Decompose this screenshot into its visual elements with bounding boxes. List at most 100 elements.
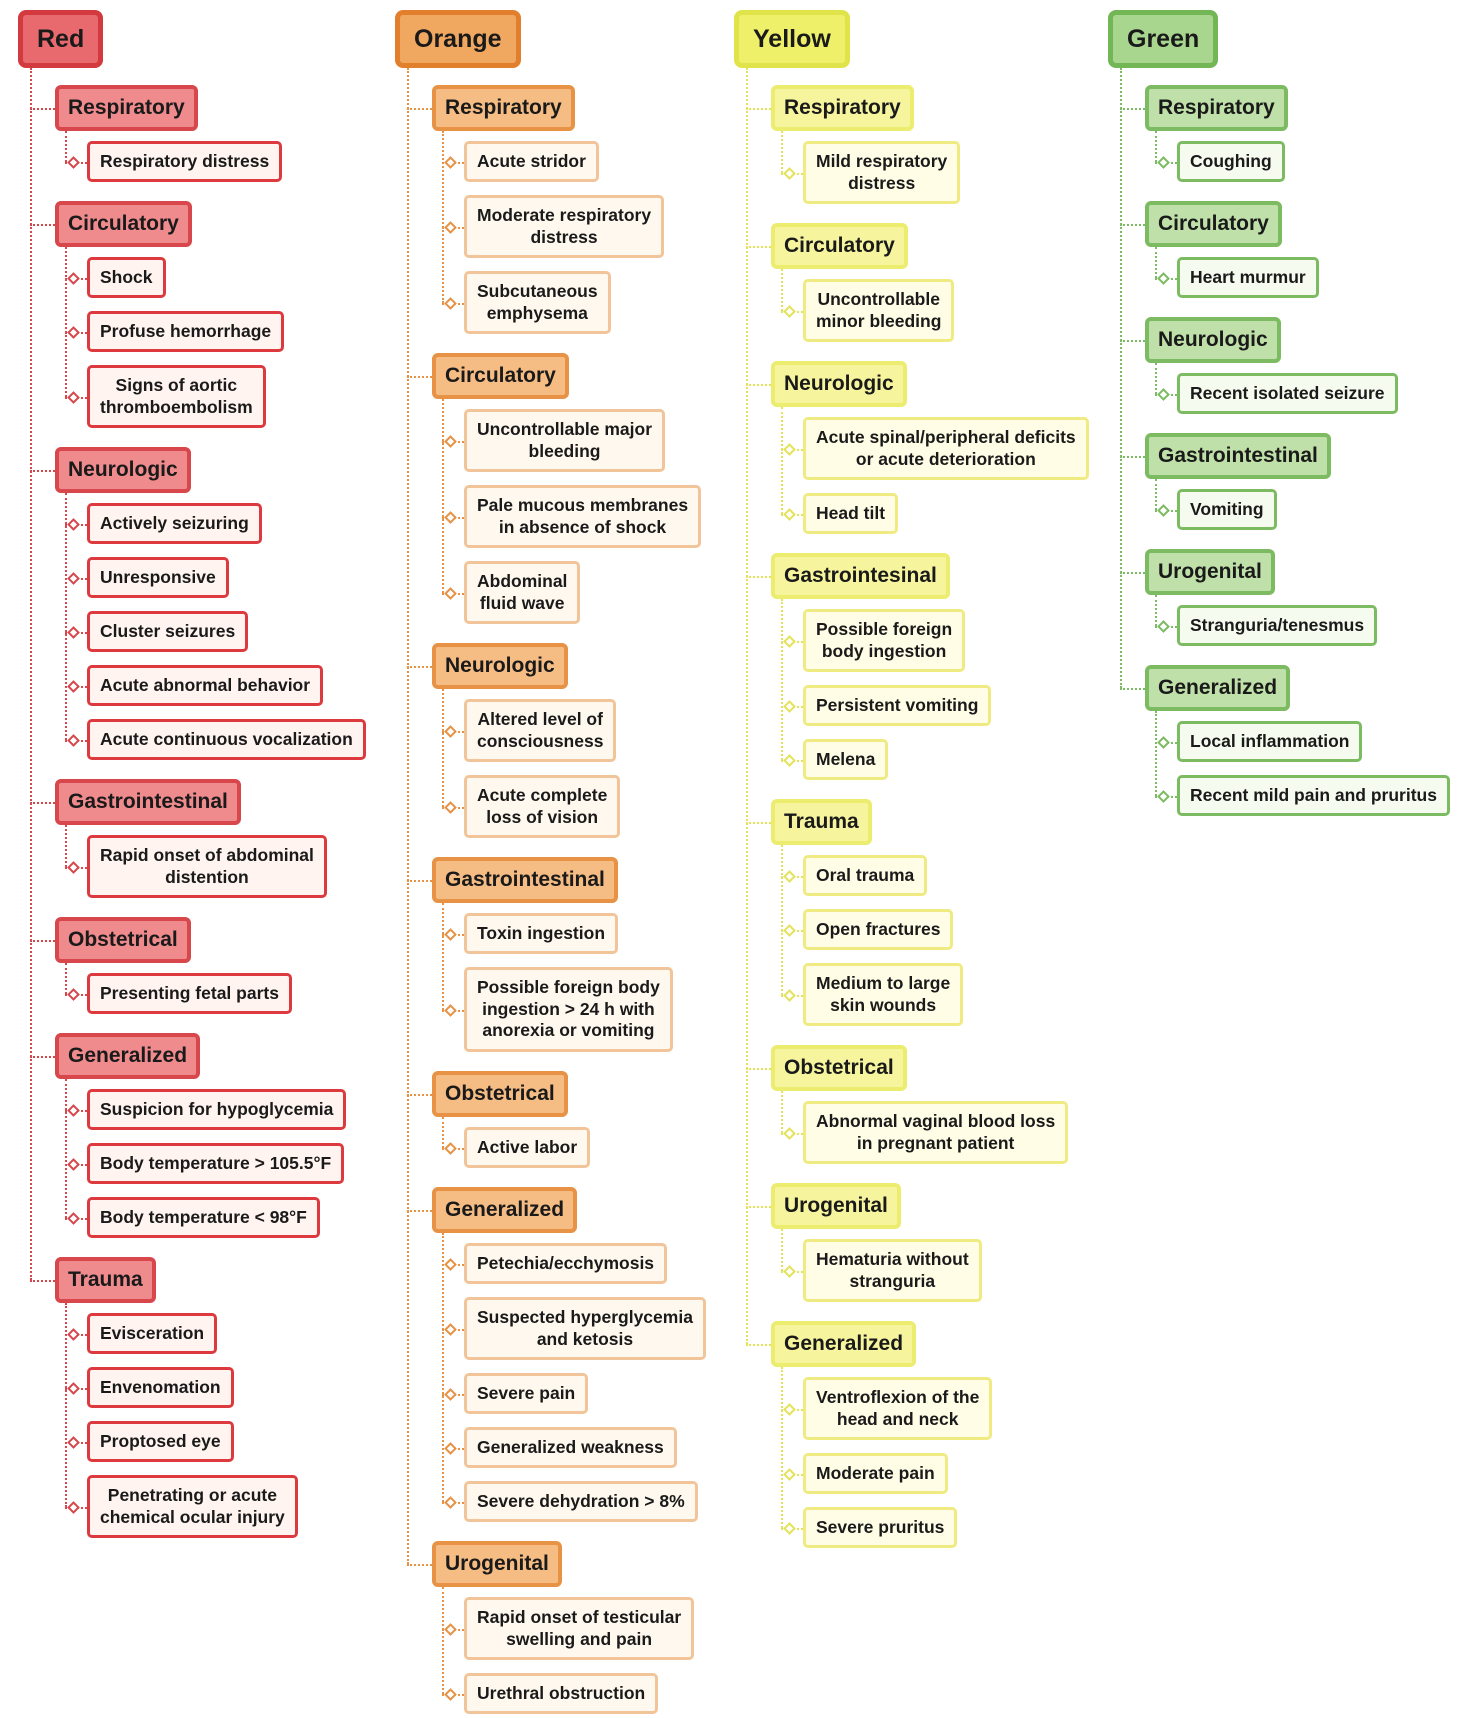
item-yellow-circulatory: Uncontrollable minor bleeding bbox=[803, 279, 955, 342]
connector-diamond bbox=[1157, 619, 1170, 633]
category-yellow-obstetrical: Obstetrical bbox=[771, 1045, 907, 1091]
connector-line bbox=[1120, 68, 1122, 688]
item-red-generalized: Suspicion for hypoglycemia bbox=[87, 1089, 347, 1130]
item-orange-circulatory: Abdominal fluid wave bbox=[464, 561, 581, 624]
connector-diamond bbox=[1157, 155, 1170, 169]
item-red-circulatory: Signs of aortic thromboembolism bbox=[87, 365, 266, 428]
category-yellow-gastrointesinal: Gastrointesinal bbox=[771, 553, 950, 599]
connector-diamond bbox=[444, 1257, 457, 1271]
item-green-generalized: Local inflammation bbox=[1177, 721, 1363, 762]
connector-line bbox=[30, 802, 55, 804]
connector-line bbox=[746, 822, 771, 824]
category-yellow-generalized: Generalized bbox=[771, 1321, 917, 1367]
item-orange-generalized: Severe dehydration > 8% bbox=[464, 1481, 698, 1522]
item-red-neurologic: Acute continuous vocalization bbox=[87, 719, 366, 760]
connector-line bbox=[407, 1094, 432, 1096]
category-red-neurologic: Neurologic bbox=[55, 447, 191, 493]
connector-diamond bbox=[67, 625, 80, 639]
item-orange-generalized: Suspected hyperglycemia and ketosis bbox=[464, 1297, 706, 1360]
item-red-neurologic: Acute abnormal behavior bbox=[87, 665, 324, 706]
connector-diamond bbox=[67, 271, 80, 285]
connector-diamond bbox=[783, 166, 796, 180]
connector-line bbox=[65, 1303, 67, 1507]
connector-diamond bbox=[1157, 735, 1170, 749]
item-orange-circulatory: Pale mucous membranes in absence of shoc… bbox=[464, 485, 702, 548]
connector-line bbox=[30, 1056, 55, 1058]
connector-line bbox=[746, 576, 771, 578]
connector-diamond bbox=[783, 1264, 796, 1278]
connector-line bbox=[65, 963, 67, 994]
item-red-gastrointestinal: Rapid onset of abdominal distention bbox=[87, 835, 327, 898]
category-orange-circulatory: Circulatory bbox=[432, 353, 569, 399]
category-orange-respiratory: Respiratory bbox=[432, 85, 575, 131]
connector-diamond bbox=[67, 1103, 80, 1117]
connector-line bbox=[746, 108, 771, 110]
connector-diamond bbox=[783, 442, 796, 456]
connector-line bbox=[407, 376, 432, 378]
connector-line bbox=[1120, 456, 1145, 458]
item-red-circulatory: Shock bbox=[87, 257, 166, 298]
item-red-obstetrical: Presenting fetal parts bbox=[87, 973, 292, 1014]
item-yellow-gastrointesinal: Possible foreign body ingestion bbox=[803, 609, 966, 672]
item-orange-respiratory: Subcutaneous emphysema bbox=[464, 271, 611, 334]
item-red-neurologic: Actively seizuring bbox=[87, 503, 262, 544]
item-orange-neurologic: Acute complete loss of vision bbox=[464, 775, 621, 838]
connector-diamond bbox=[444, 1622, 457, 1636]
connector-diamond bbox=[444, 1387, 457, 1401]
item-orange-gastrointestinal: Toxin ingestion bbox=[464, 913, 619, 954]
item-red-trauma: Proptosed eye bbox=[87, 1421, 234, 1462]
connector-line bbox=[781, 269, 783, 311]
category-green-generalized: Generalized bbox=[1145, 665, 1291, 711]
connector-line bbox=[407, 880, 432, 882]
item-orange-urogenital: Rapid onset of testicular swelling and p… bbox=[464, 1597, 695, 1660]
item-red-respiratory: Respiratory distress bbox=[87, 141, 283, 182]
connector-line bbox=[30, 1280, 55, 1282]
connector-diamond bbox=[1157, 387, 1170, 401]
category-red-trauma: Trauma bbox=[55, 1257, 156, 1303]
connector-line bbox=[442, 399, 444, 593]
category-yellow-circulatory: Circulatory bbox=[771, 223, 908, 269]
connector-diamond bbox=[444, 434, 457, 448]
connector-line bbox=[442, 131, 444, 303]
category-green-circulatory: Circulatory bbox=[1145, 201, 1282, 247]
item-yellow-generalized: Moderate pain bbox=[803, 1453, 948, 1494]
connector-line bbox=[30, 68, 32, 1280]
connector-diamond bbox=[1157, 789, 1170, 803]
connector-line bbox=[407, 108, 432, 110]
category-green-respiratory: Respiratory bbox=[1145, 85, 1288, 131]
item-orange-generalized: Petechia/ecchymosis bbox=[464, 1243, 668, 1284]
connector-line bbox=[30, 224, 55, 226]
item-orange-circulatory: Uncontrollable major bleeding bbox=[464, 409, 666, 472]
connector-line bbox=[746, 384, 771, 386]
connector-diamond bbox=[444, 1441, 457, 1455]
connector-diamond bbox=[67, 571, 80, 585]
item-orange-urogenital: Urethral obstruction bbox=[464, 1673, 659, 1714]
connector-line bbox=[746, 246, 771, 248]
connector-line bbox=[781, 1367, 783, 1528]
connector-diamond bbox=[67, 679, 80, 693]
connector-diamond bbox=[67, 390, 80, 404]
connector-diamond bbox=[783, 1402, 796, 1416]
connector-line bbox=[30, 470, 55, 472]
category-orange-generalized: Generalized bbox=[432, 1187, 578, 1233]
category-red-gastrointestinal: Gastrointestinal bbox=[55, 779, 241, 825]
connector-diamond bbox=[67, 1435, 80, 1449]
connector-line bbox=[442, 1117, 444, 1148]
connector-line bbox=[30, 108, 55, 110]
category-orange-gastrointestinal: Gastrointestinal bbox=[432, 857, 618, 903]
category-red-generalized: Generalized bbox=[55, 1033, 201, 1079]
connector-line bbox=[65, 493, 67, 740]
connector-diamond bbox=[444, 220, 457, 234]
connector-line bbox=[1120, 108, 1145, 110]
item-red-trauma: Penetrating or acute chemical ocular inj… bbox=[87, 1475, 298, 1538]
connector-line bbox=[746, 68, 748, 1344]
connector-line bbox=[746, 1068, 771, 1070]
item-green-urogenital: Stranguria/tenesmus bbox=[1177, 605, 1378, 646]
item-yellow-neurologic: Head tilt bbox=[803, 493, 899, 534]
connector-line bbox=[746, 1344, 771, 1346]
item-green-respiratory: Coughing bbox=[1177, 141, 1285, 182]
item-yellow-neurologic: Acute spinal/peripheral deficits or acut… bbox=[803, 417, 1089, 480]
connector-diamond bbox=[67, 1327, 80, 1341]
category-orange-neurologic: Neurologic bbox=[432, 643, 568, 689]
